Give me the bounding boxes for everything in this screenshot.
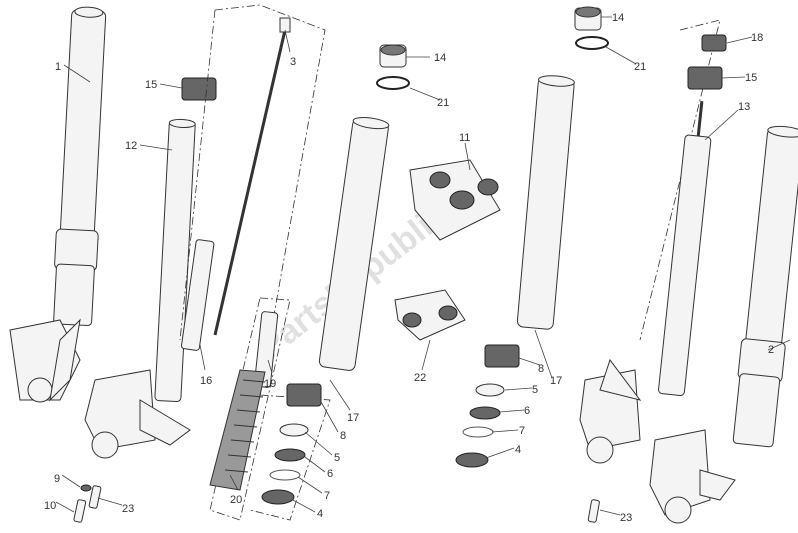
cap-15-left [181, 77, 217, 101]
fork-foot-right [579, 358, 642, 464]
damper-rod [213, 29, 287, 336]
label-19: 19 [264, 378, 276, 390]
fork-outer-tube-right-center [516, 75, 575, 330]
o-ring-21-center [376, 76, 410, 90]
fork-cap-11 [409, 159, 501, 241]
cap-15-right [687, 66, 723, 90]
fork-cap-22 [394, 289, 466, 341]
leader-lines [55, 16, 791, 516]
fork-foot-left-2 [84, 369, 191, 459]
bolt-23-right [587, 499, 600, 523]
washer-9 [80, 484, 92, 492]
label-3: 3 [290, 56, 296, 68]
label-21-right: 21 [634, 61, 646, 73]
washer-5-right [475, 383, 505, 397]
label-18: 18 [751, 32, 763, 44]
label-6: 6 [327, 468, 333, 480]
dust-seal-4-right [455, 452, 489, 468]
label-15: 15 [145, 79, 157, 91]
assembly-outline-1b [179, 9, 216, 341]
label-13: 13 [738, 101, 750, 113]
cartridge [181, 239, 215, 351]
fork-foot-right-2 [649, 429, 736, 524]
label-16: 16 [200, 375, 212, 387]
label-1: 1 [55, 61, 61, 73]
washer-5-center [279, 423, 309, 437]
fork-outer-tube-center [318, 117, 390, 371]
label-10: 10 [44, 500, 56, 512]
cap-14-center [379, 44, 407, 68]
nut-18 [701, 34, 727, 52]
label-14: 14 [434, 52, 446, 64]
label-22: 22 [414, 372, 426, 384]
label-6-right: 6 [524, 405, 530, 417]
bolt-23-left [88, 485, 102, 509]
label-21: 21 [437, 97, 449, 109]
label-8: 8 [340, 430, 346, 442]
label-4-right: 4 [515, 444, 521, 456]
label-8-right: 8 [538, 363, 544, 375]
spring [209, 369, 266, 491]
bushing-8-right [484, 344, 520, 368]
label-4: 4 [317, 508, 323, 520]
seal-6-right [469, 406, 501, 420]
bolt-10 [73, 499, 87, 523]
label-7-right: 7 [519, 425, 525, 437]
label-23: 23 [122, 503, 134, 515]
label-17: 17 [347, 412, 359, 424]
fork-outer-tube-left [53, 6, 107, 327]
dust-seal-4-center [261, 489, 295, 505]
label-9: 9 [54, 473, 60, 485]
label-5: 5 [334, 452, 340, 464]
assembly-outline-1 [214, 4, 326, 366]
part-number-labels: 1 15 12 3 16 19 20 9 10 23 14 21 17 8 5 … [44, 12, 774, 524]
fork-outer-tube-right [732, 125, 798, 448]
fork-inner-tube-right [658, 101, 712, 397]
label-7: 7 [324, 490, 330, 502]
fork-inner-tube-left [154, 118, 196, 403]
label-14-right: 14 [612, 12, 624, 24]
cap-14-right [574, 6, 602, 31]
label-2: 2 [768, 344, 774, 356]
clip-7-right [462, 426, 494, 438]
label-11: 11 [459, 132, 470, 144]
label-23-right: 23 [620, 512, 632, 524]
label-12: 12 [125, 140, 137, 152]
clip-7-center [269, 469, 301, 481]
o-ring-21-right [575, 36, 609, 50]
bushing-8-center [286, 383, 322, 407]
label-15-right: 15 [745, 72, 757, 84]
rod-nut [279, 17, 291, 33]
label-17-right: 17 [550, 375, 562, 387]
label-5-right: 5 [532, 384, 538, 396]
seal-6-center [274, 448, 306, 462]
fork-foot-left [9, 318, 81, 403]
assembly-outline-4 [639, 19, 721, 341]
label-20: 20 [230, 494, 242, 506]
